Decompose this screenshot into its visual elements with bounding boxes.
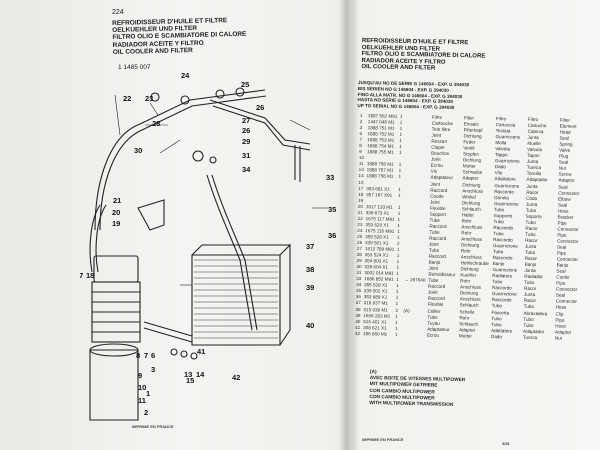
parts-cell-qty: 1 xyxy=(394,331,398,337)
callout-19: 19 xyxy=(112,219,120,228)
callout-29: 29 xyxy=(242,137,250,146)
footnotes: (A) AVEC BOITE DE VITESSES MULTIPOWER MI… xyxy=(369,370,466,408)
callout-39: 39 xyxy=(306,283,314,292)
page-number: 224 xyxy=(112,9,124,16)
callout-41: 41 xyxy=(197,347,205,356)
callout-26a: 26 xyxy=(256,103,264,112)
callout-20: 20 xyxy=(112,208,120,217)
callout-26b: 26 xyxy=(242,126,250,135)
parts-cell-qty: 1 xyxy=(398,174,402,180)
main-pipe xyxy=(94,89,266,231)
callout-22: 22 xyxy=(123,94,131,103)
assembly-part-number: 1 1485 007 xyxy=(118,64,151,71)
callout-8: 8 xyxy=(136,351,140,360)
parts-cell-qty: 1 xyxy=(398,192,401,198)
callout-7: 7 xyxy=(144,351,148,360)
callout-42: 42 xyxy=(232,373,240,382)
callout-40: 40 xyxy=(306,321,314,330)
parts-cell-es: Tuerca xyxy=(522,334,538,340)
callout-6: 6 xyxy=(151,351,155,360)
right-page: REFROIDISSEUR D'HUILE ET FILTRE OELKUEHL… xyxy=(352,0,600,450)
callout-1: 1 xyxy=(146,389,150,398)
callout-9: 9 xyxy=(138,371,142,380)
callout-36: 36 xyxy=(328,231,336,240)
callout-24: 24 xyxy=(181,71,190,80)
parts-cell-de: Mutter xyxy=(458,332,473,339)
right-imprint: IMPRIME EN FRANCE xyxy=(362,437,404,442)
imprint: IMPRIME EN FRANCE xyxy=(132,424,174,429)
callout-38: 38 xyxy=(306,265,314,274)
serial-notes: JUSQU'AU NO DE SERIE G 146604 - EXP. G 3… xyxy=(357,80,470,111)
parts-cell-no: 1888 755 M1 xyxy=(367,149,394,156)
parts-cell-qty: 1 xyxy=(399,150,402,156)
parts-cell-no: 1888 758 M1 xyxy=(366,173,394,180)
callout-28: 28 xyxy=(152,119,160,128)
callout-37: 37 xyxy=(306,242,314,251)
parts-cell-note: (A) xyxy=(403,307,410,313)
section-titles: REFROIDISSEUR D'HUILE ET FILTRE OELKUEHL… xyxy=(112,17,247,56)
callout-25: 25 xyxy=(241,80,249,89)
oil-cooler-diagram: 24 22 23 25 26 28 27 26 29 30 31 34 33 3… xyxy=(80,71,336,421)
callout-15: 15 xyxy=(186,376,194,385)
cooler-fins xyxy=(194,259,278,339)
callout-33: 33 xyxy=(326,173,334,182)
right-titles: REFROIDISSEUR D'HUILE ET FILTRE OELKUEHL… xyxy=(361,38,485,74)
callout-27: 27 xyxy=(242,116,250,125)
parts-cell-ref: 42 xyxy=(354,330,361,336)
page-gutter xyxy=(338,0,358,450)
callout-35: 35 xyxy=(328,205,336,214)
left-page: 224 REFROIDISSEUR D'HUILE ET FILTRE OELK… xyxy=(80,0,342,450)
callout-3: 3 xyxy=(151,365,155,374)
callout-21: 21 xyxy=(113,196,121,205)
callout-18: 18 xyxy=(86,271,94,280)
callout-11: 11 xyxy=(138,396,146,405)
callout-10: 10 xyxy=(138,383,146,392)
callout-14: 14 xyxy=(196,370,205,379)
parts-cell-fr: Ecrou xyxy=(426,332,440,338)
callout-23: 23 xyxy=(145,94,153,103)
parts-cell-no: 357 167 X91 xyxy=(366,191,393,198)
callout-31: 31 xyxy=(242,151,250,160)
callout-2: 2 xyxy=(144,408,148,417)
callout-34: 34 xyxy=(242,165,251,174)
callout-30: 30 xyxy=(134,146,142,155)
rtitle-en: OIL COOLER AND FILTER xyxy=(361,64,436,72)
parts-cell-it: Dado xyxy=(490,333,503,339)
callout-13: 13 xyxy=(184,370,192,379)
right-page-code: 3/81 xyxy=(502,441,510,446)
callout-17: 17 xyxy=(80,271,83,280)
parts-cell-en: Nut xyxy=(554,335,563,341)
parts-cell-no: 186 860 M1 xyxy=(362,330,388,337)
parts-cell-note: → 297640 xyxy=(404,277,426,283)
